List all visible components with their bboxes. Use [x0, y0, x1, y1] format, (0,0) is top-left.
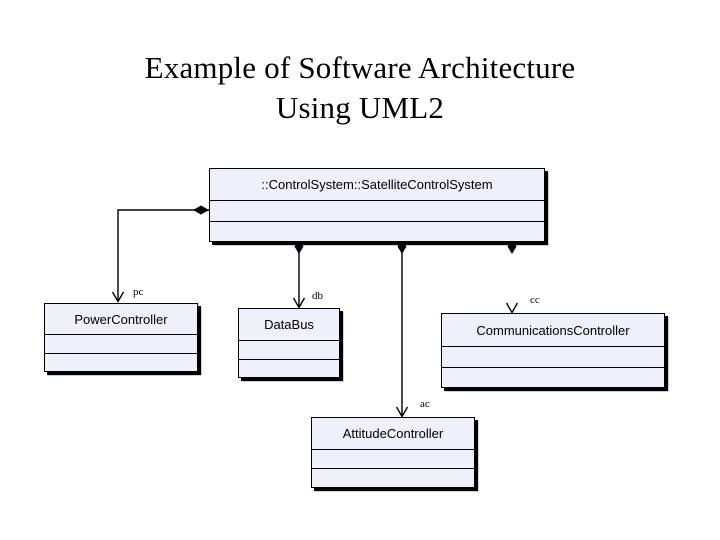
class-attributes-compartment	[312, 450, 474, 469]
role-label-db: db	[312, 290, 323, 302]
class-name-label: PowerController	[74, 311, 168, 327]
class-operations-compartment	[239, 360, 339, 377]
class-operations-compartment	[312, 469, 474, 487]
class-name-compartment: ::ControlSystem::SatelliteControlSystem	[210, 169, 544, 201]
class-name-compartment: PowerController	[45, 304, 197, 335]
class-name-compartment: CommunicationsController	[442, 314, 664, 347]
page-title: Example of Software Architecture Using U…	[40, 48, 680, 129]
page-title-line-2: Using UML2	[275, 90, 445, 126]
uml-class-satellite-control-system[interactable]: ::ControlSystem::SatelliteControlSystem	[209, 168, 545, 242]
connector-scs-to-db	[292, 239, 306, 309]
role-label-pc: pc	[133, 286, 144, 298]
class-name-label: DataBus	[264, 317, 314, 332]
class-operations-compartment	[442, 368, 664, 387]
role-label-ac: ac	[420, 398, 430, 410]
class-name-label: CommunicationsController	[476, 322, 630, 338]
page-title-line-1: Example of Software Architecture	[144, 50, 576, 85]
class-name-label: ::ControlSystem::SatelliteControlSystem	[261, 177, 493, 192]
connector-scs-to-ac	[395, 239, 409, 418]
class-name-compartment: DataBus	[239, 309, 339, 341]
uml-class-data-bus[interactable]: DataBus	[238, 308, 340, 378]
uml-class-power-controller[interactable]: PowerController	[44, 303, 198, 372]
uml-class-communications-controller[interactable]: CommunicationsController	[441, 313, 665, 388]
class-operations-compartment	[45, 354, 197, 371]
class-name-compartment: AttitudeController	[312, 418, 474, 450]
class-attributes-compartment	[45, 335, 197, 354]
role-label-cc: cc	[530, 294, 540, 306]
class-name-label: AttitudeController	[342, 426, 444, 441]
connector-scs-to-pc	[111, 205, 209, 303]
class-attributes-compartment	[239, 341, 339, 360]
class-operations-compartment	[210, 222, 544, 241]
class-attributes-compartment	[442, 347, 664, 368]
class-attributes-compartment	[210, 201, 544, 222]
uml-class-attitude-controller[interactable]: AttitudeController	[311, 417, 475, 488]
connector-scs-to-cc	[505, 239, 519, 314]
